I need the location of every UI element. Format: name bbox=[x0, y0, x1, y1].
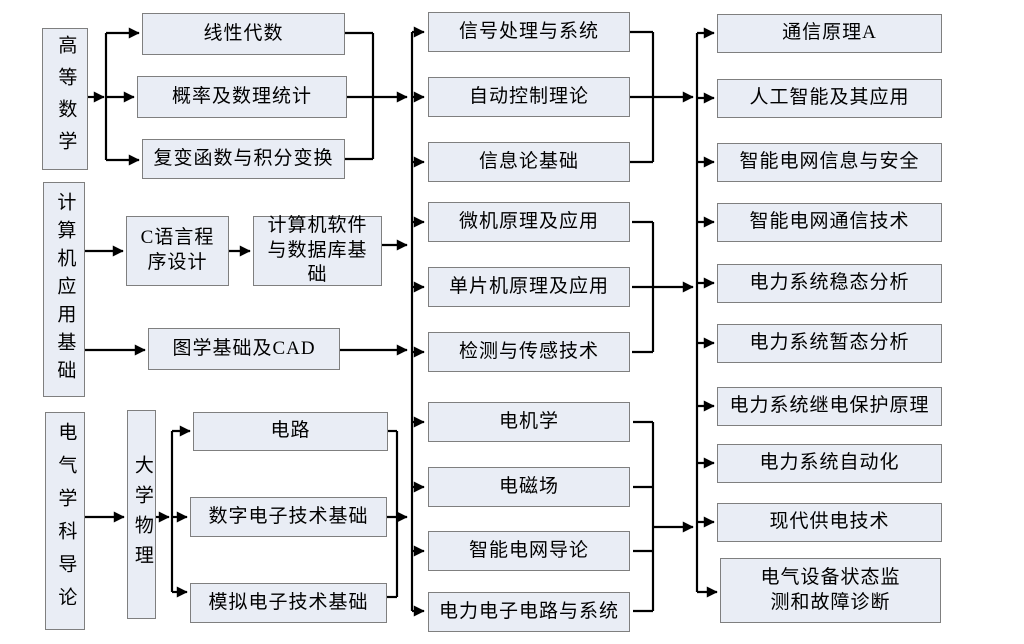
node-equipment-monitoring: 电气设备状态监测和故障诊断 bbox=[720, 558, 941, 623]
node-information-theory: 信息论基础 bbox=[428, 142, 630, 182]
node-relay-protection: 电力系统继电保护原理 bbox=[717, 387, 942, 426]
node-digital-electronics: 数字电子技术基础 bbox=[190, 497, 387, 537]
node-graphics-cad: 图学基础及CAD bbox=[148, 328, 340, 370]
node-power-automation: 电力系统自动化 bbox=[717, 444, 942, 483]
node-college-physics: 大学物理 bbox=[127, 410, 156, 619]
node-c-programming: C语言程序设计 bbox=[126, 216, 229, 286]
node-microcomputer: 微机原理及应用 bbox=[428, 202, 630, 242]
node-analog-electronics: 模拟电子技术基础 bbox=[190, 583, 387, 623]
node-auto-control: 自动控制理论 bbox=[428, 77, 630, 117]
node-power-electronics: 电力电子电路与系统 bbox=[428, 592, 630, 632]
node-power-steady-state: 电力系统稳态分析 bbox=[717, 264, 942, 303]
node-mcu: 单片机原理及应用 bbox=[428, 267, 630, 307]
node-computer-app-basics: 计算机应用基础 bbox=[43, 182, 85, 397]
node-power-transient: 电力系统暂态分析 bbox=[717, 324, 942, 363]
node-communication-principles: 通信原理A bbox=[717, 14, 942, 53]
node-probability-statistics: 概率及数理统计 bbox=[137, 76, 347, 118]
node-electromagnetic-field: 电磁场 bbox=[428, 467, 630, 507]
node-smart-grid-info-security: 智能电网信息与安全 bbox=[717, 143, 942, 182]
node-circuits: 电路 bbox=[193, 412, 388, 451]
node-software-database: 计算机软件与数据库基础 bbox=[253, 215, 382, 286]
node-signal-processing: 信号处理与系统 bbox=[428, 12, 630, 52]
node-complex-functions: 复变函数与积分变换 bbox=[142, 139, 345, 179]
node-linear-algebra: 线性代数 bbox=[142, 13, 345, 55]
node-electric-machinery: 电机学 bbox=[428, 402, 630, 442]
node-ai-applications: 人工智能及其应用 bbox=[717, 79, 942, 118]
node-smart-grid-intro: 智能电网导论 bbox=[428, 531, 630, 571]
node-electrical-intro: 电气学科导论 bbox=[45, 412, 85, 630]
node-modern-power-supply: 现代供电技术 bbox=[717, 503, 942, 542]
node-sensing: 检测与传感技术 bbox=[428, 332, 630, 372]
node-advanced-math: 高等数学 bbox=[42, 28, 88, 170]
node-smart-grid-comm: 智能电网通信技术 bbox=[717, 203, 942, 242]
